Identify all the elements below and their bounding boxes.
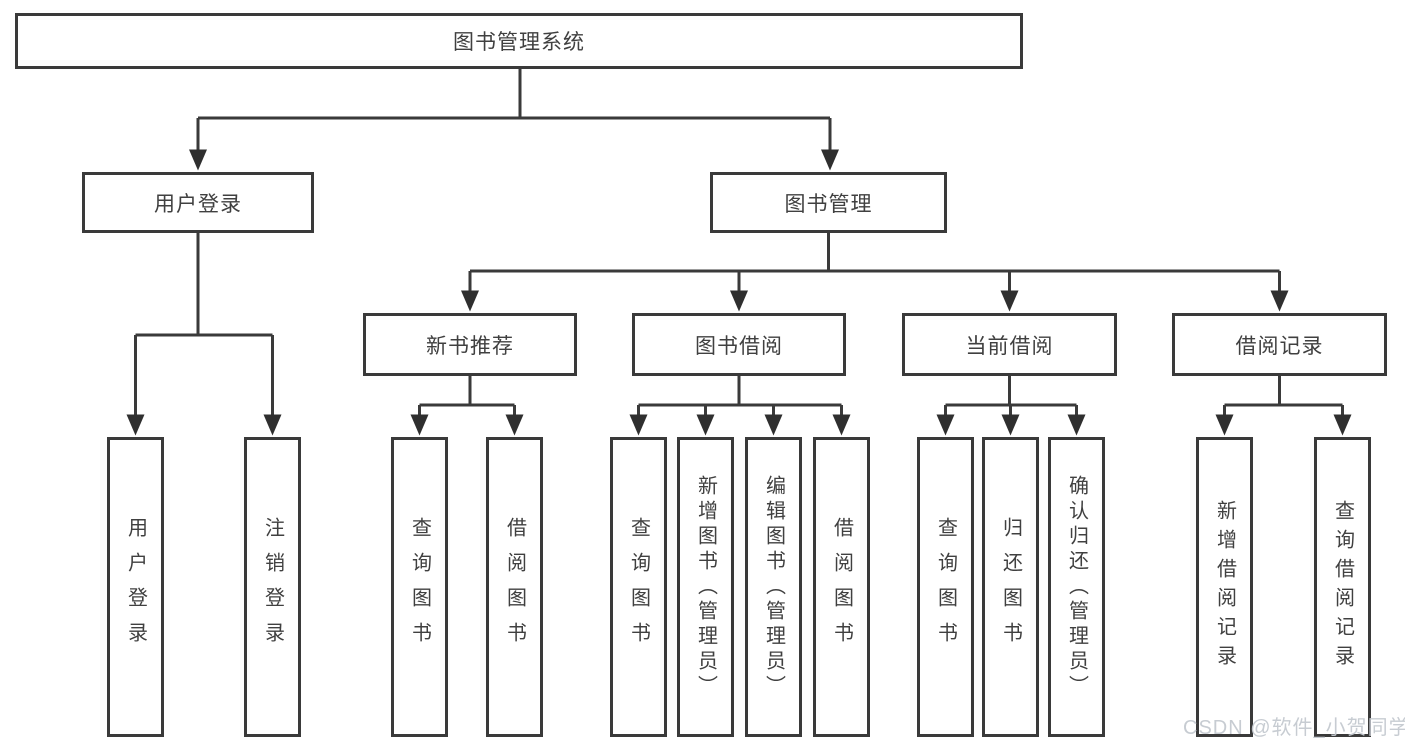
connector-borrow-records-children — [1215, 376, 1352, 436]
arrowhead — [461, 290, 479, 312]
arrowhead — [1333, 414, 1352, 436]
node-label: 借阅图书 — [503, 517, 526, 657]
leaf-cb-return-book: 归还图书 — [982, 437, 1039, 737]
connector-book-borrow-children — [629, 376, 851, 436]
node-new-book-recommendation: 新书推荐 — [363, 313, 577, 376]
node-label: 借阅记录 — [1235, 334, 1324, 358]
node-label: 查询借阅记录 — [1331, 500, 1354, 674]
node-user-login: 用户登录 — [82, 172, 314, 233]
leaf-rec-borrow-book: 借阅图书 — [486, 437, 543, 737]
node-current-borrowing: 当前借阅 — [902, 313, 1117, 376]
node-label: 新增图书（管理员） — [694, 474, 717, 700]
leaf-bb-query-book: 查询图书 — [610, 437, 667, 737]
node-label: 图书管理 — [784, 192, 873, 216]
arrowhead — [126, 414, 145, 436]
arrowhead — [1270, 290, 1289, 312]
arrowhead — [832, 414, 851, 436]
arrowhead — [1067, 414, 1086, 436]
arrowhead — [764, 414, 783, 436]
node-label: 借阅图书 — [830, 517, 853, 657]
arrowhead — [936, 414, 955, 436]
node-label: 编辑图书（管理员） — [762, 474, 785, 700]
leaf-bb-borrow-book: 借阅图书 — [813, 437, 870, 737]
arrowhead — [410, 414, 429, 436]
node-label: 查询图书 — [934, 517, 957, 657]
csdn-watermark: CSDN @软件_小贺同学 — [1183, 717, 1405, 739]
node-label: 当前借阅 — [965, 334, 1054, 358]
leaf-br-query-record: 查询借阅记录 — [1314, 437, 1371, 737]
arrowhead — [189, 149, 207, 171]
node-label: 图书管理系统 — [453, 31, 585, 54]
arrowhead — [696, 414, 715, 436]
node-book-management: 图书管理 — [710, 172, 947, 233]
leaf-user-login: 用户登录 — [107, 437, 164, 737]
node-label: 用户登录 — [124, 517, 147, 657]
connector-current-borrow-children — [936, 376, 1086, 436]
arrowhead — [1215, 414, 1234, 436]
leaf-rec-query-book: 查询图书 — [391, 437, 448, 737]
node-label: 确认归还（管理员） — [1065, 474, 1088, 700]
node-label: 归还图书 — [999, 517, 1022, 657]
node-label: 查询图书 — [408, 517, 431, 657]
arrowhead — [505, 414, 524, 436]
connector-user-login-children — [126, 233, 282, 436]
node-label: 查询图书 — [627, 517, 650, 657]
node-label: 新增借阅记录 — [1213, 500, 1236, 674]
node-label: 图书借阅 — [695, 334, 783, 358]
connector-root-to-level2 — [189, 69, 839, 171]
arrowhead — [821, 149, 839, 171]
arrowhead — [1000, 290, 1019, 312]
leaf-logout: 注销登录 — [244, 437, 301, 737]
arrowhead — [263, 414, 282, 436]
node-label: 用户登录 — [154, 192, 242, 216]
node-label: 注销登录 — [261, 517, 284, 657]
arrowhead — [730, 290, 748, 312]
node-label: 新书推荐 — [426, 334, 514, 358]
arrowhead — [629, 414, 648, 436]
connector-book-mgmt-to-level3 — [461, 233, 1289, 312]
node-borrowing-records: 借阅记录 — [1172, 313, 1387, 376]
node-root-system: 图书管理系统 — [15, 13, 1023, 69]
leaf-bb-add-book-admin: 新增图书（管理员） — [677, 437, 734, 737]
leaf-br-add-record: 新增借阅记录 — [1196, 437, 1253, 737]
leaf-bb-edit-book-admin: 编辑图书（管理员） — [745, 437, 802, 737]
leaf-cb-confirm-return-admin: 确认归还（管理员） — [1048, 437, 1105, 737]
arrowhead — [1001, 414, 1020, 436]
connector-new-book-rec-children — [410, 376, 524, 436]
node-book-borrowing: 图书借阅 — [632, 313, 846, 376]
leaf-cb-query-book: 查询图书 — [917, 437, 974, 737]
